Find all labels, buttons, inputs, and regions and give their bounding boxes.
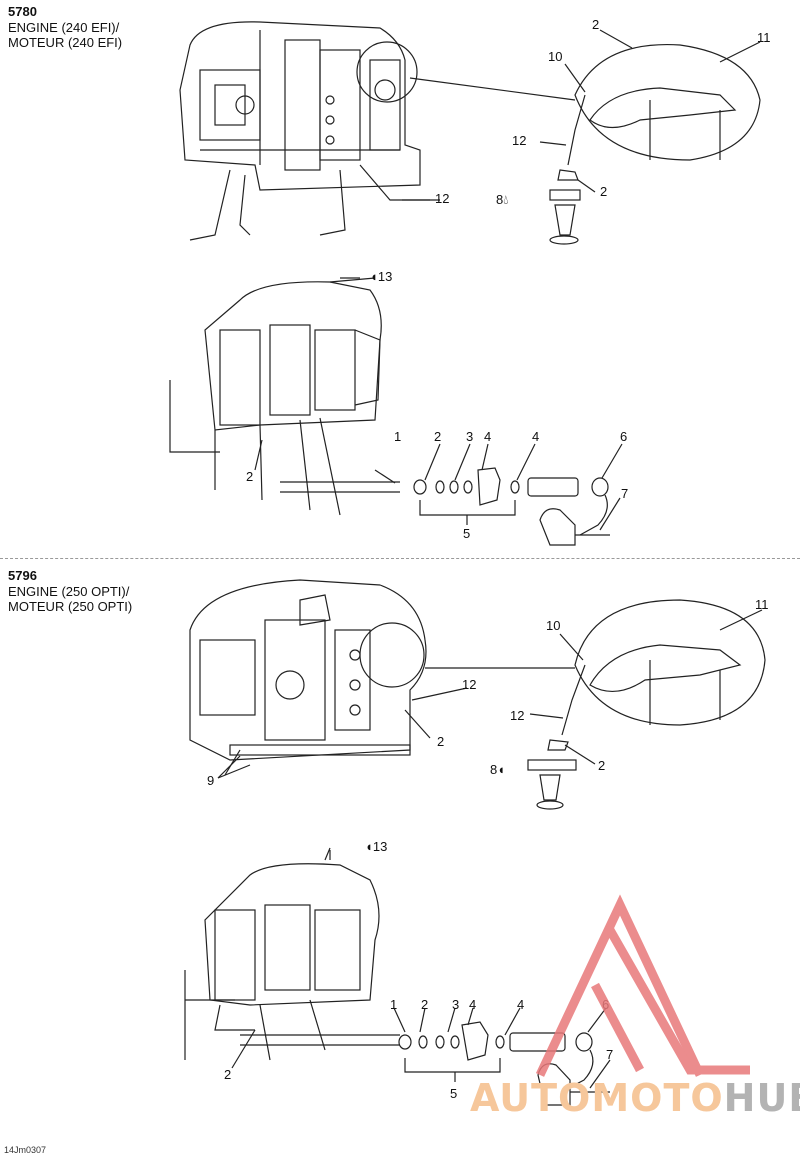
callout-8: 8💧︎ [496,192,509,207]
callout-1: 1 [390,997,398,1012]
callout-4: 4 [517,997,525,1012]
callout-13: ◖13 [370,269,393,284]
callout-3: 3 [466,429,474,444]
engine-title-en: ENGINE (250 OPTI)/ [8,584,130,599]
watermark-text: AUTOMOTOHUB [470,1076,800,1120]
callout-10: 10 [548,49,563,64]
callout-6: 6 [602,997,610,1012]
callout-4: 4 [532,429,540,444]
callout-10: 10 [546,618,561,633]
diagram-code: 5796 [8,568,37,583]
panel-5796: 5796 ENGINE (250 OPTI)/ MOTEUR (250 OPTI… [0,560,800,1159]
callout-12: 12 [512,133,527,148]
callout-2: 2 [246,469,254,484]
callout-9: 9 [207,773,215,788]
callout-4: 4 [484,429,492,444]
oil-drop-icon: ◖ [370,269,378,284]
engine-240-efi-drawing [169,21,761,546]
callout-5: 5 [463,526,471,541]
callout-7: 7 [621,486,629,501]
callout-8: 8◖ [490,762,506,777]
callout-5: 5 [450,1086,458,1101]
callout-6: 6 [620,429,628,444]
callout-2: 2 [421,997,429,1012]
callout-2: 2 [434,429,442,444]
callout-4: 4 [469,997,477,1012]
callout-11: 11 [757,30,771,45]
callout-3: 3 [452,997,460,1012]
panel-5780: 5780 ENGINE (240 EFI)/ MOTEUR (240 EFI) [0,0,800,558]
oil-drop-icon: ◖ [497,762,506,777]
callout-12: 12 [510,708,525,723]
engine-title-en: ENGINE (240 EFI)/ [8,20,120,35]
panel-divider [0,558,800,559]
callout-2: 2 [437,734,445,749]
engine-250-opti-drawing [184,579,766,1106]
callout-2: 2 [224,1067,232,1082]
callout-13: ◖13 [365,839,388,854]
oil-drop-icon: 💧︎ [503,192,509,207]
diagram-code: 5780 [8,4,37,19]
engine-title-fr: MOTEUR (240 EFI) [8,35,123,50]
callout-2: 2 [598,758,606,773]
engine-title-fr: MOTEUR (250 OPTI) [8,599,133,614]
callout-7: 7 [606,1047,614,1062]
callout-12: 12 [462,677,477,692]
callout-11: 11 [755,597,769,612]
callout-1: 1 [394,429,402,444]
callout-2: 2 [592,17,600,32]
oil-drop-icon: ◖ [365,839,373,854]
drawing-id: 14Jm0307 [4,1145,47,1155]
callout-2: 2 [600,184,608,199]
callout-12: 12 [435,191,450,206]
